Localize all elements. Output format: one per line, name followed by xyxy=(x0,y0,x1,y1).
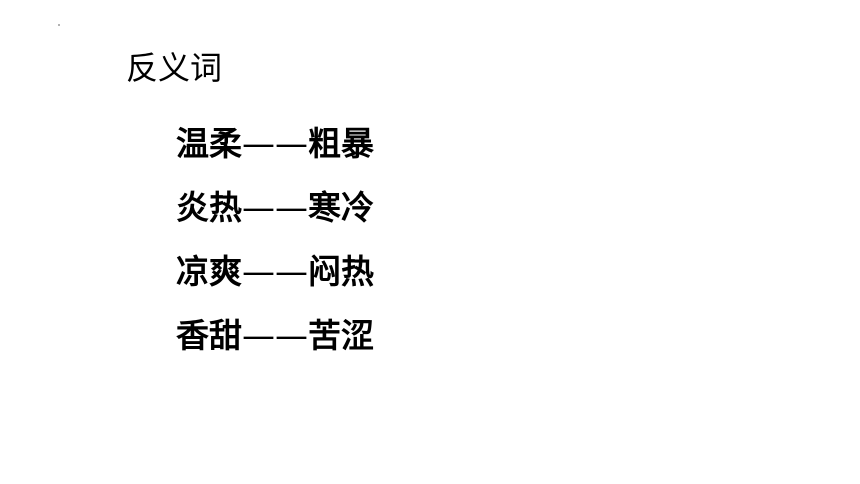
pair-separator: —— xyxy=(242,252,308,291)
pair-separator: —— xyxy=(242,124,308,163)
word-right: 闷热 xyxy=(308,252,374,291)
antonym-pair: 凉爽——闷热 xyxy=(176,250,374,314)
antonym-list: 温柔——粗暴 炎热——寒冷 凉爽——闷热 香甜——苦涩 xyxy=(176,122,374,378)
slide-title: 反义词 xyxy=(126,49,223,87)
corner-dot xyxy=(58,24,60,26)
antonym-pair: 香甜——苦涩 xyxy=(176,314,374,378)
antonym-pair: 温柔——粗暴 xyxy=(176,122,374,186)
antonym-pair: 炎热——寒冷 xyxy=(176,186,374,250)
word-left: 炎热 xyxy=(176,188,242,227)
word-right: 寒冷 xyxy=(308,188,374,227)
word-left: 凉爽 xyxy=(176,252,242,291)
word-left: 温柔 xyxy=(176,124,242,163)
word-left: 香甜 xyxy=(176,316,242,355)
word-right: 粗暴 xyxy=(308,124,374,163)
pair-separator: —— xyxy=(242,188,308,227)
word-right: 苦涩 xyxy=(308,316,374,355)
pair-separator: —— xyxy=(242,316,308,355)
